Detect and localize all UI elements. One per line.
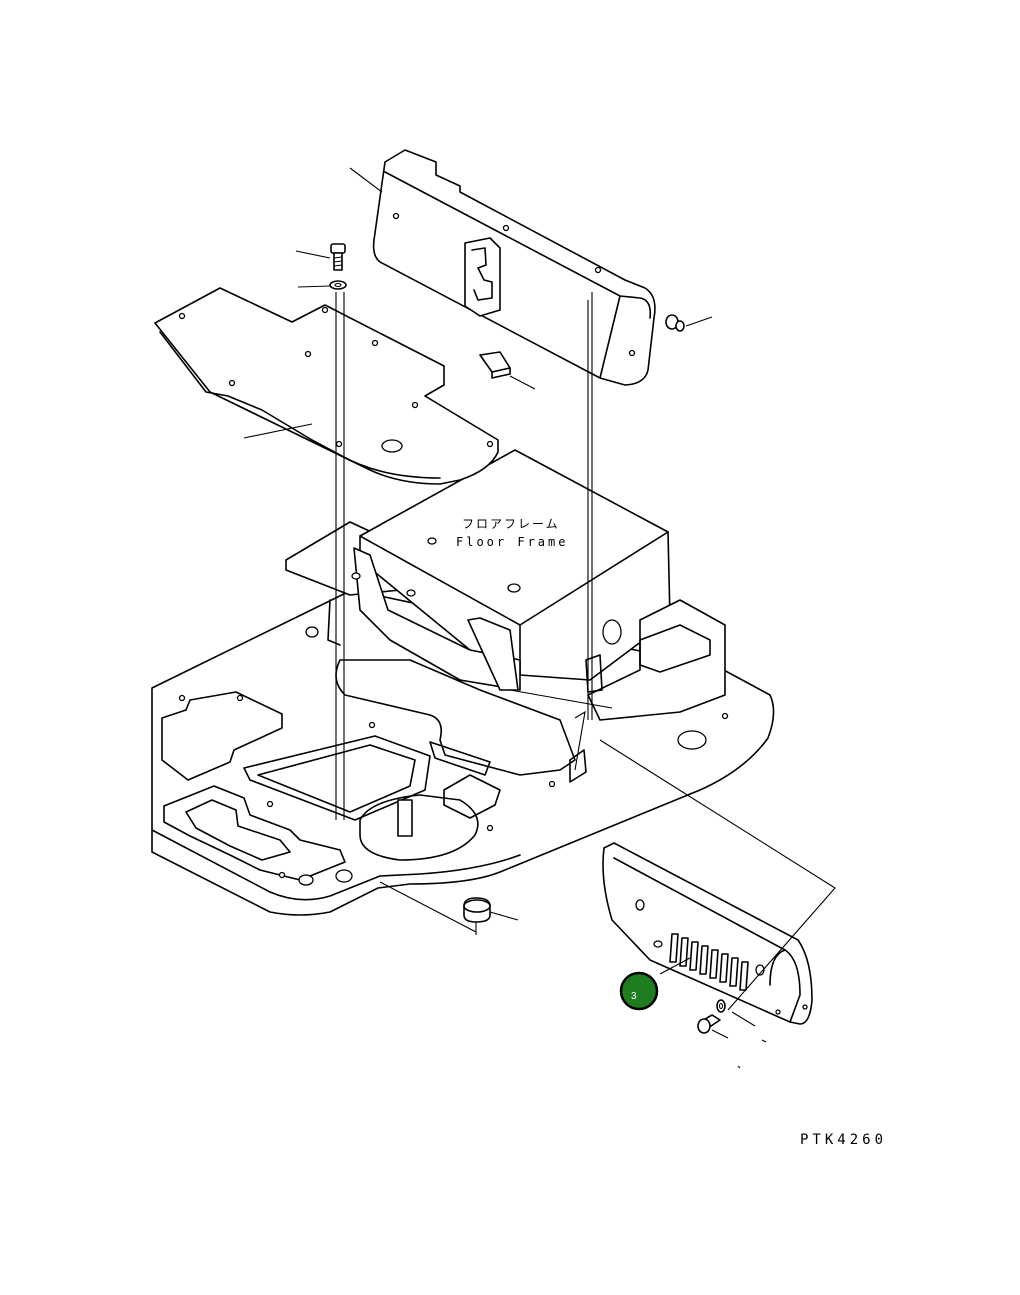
- grille-slots: [669, 933, 749, 991]
- drawing-code: PTK4260: [800, 1132, 887, 1148]
- callout-3[interactable]: 3: [619, 971, 659, 1011]
- floor-frame-label-en: Floor Frame: [456, 535, 568, 549]
- rubber-cap: [463, 897, 491, 923]
- floor-frame-label-jp: フロアフレーム: [462, 517, 560, 531]
- floor-plate: [151, 589, 775, 916]
- grille-cover: [602, 842, 813, 1025]
- floor-mat: [154, 287, 499, 485]
- callout-3-number: 3: [631, 991, 637, 1002]
- bolt-bottom: [697, 999, 726, 1034]
- callout-3-circle[interactable]: [619, 971, 659, 1011]
- bolt-top: [329, 243, 347, 290]
- front-cover: [372, 149, 656, 386]
- assembly-lines: [243, 167, 836, 1069]
- screw-right: [665, 314, 685, 332]
